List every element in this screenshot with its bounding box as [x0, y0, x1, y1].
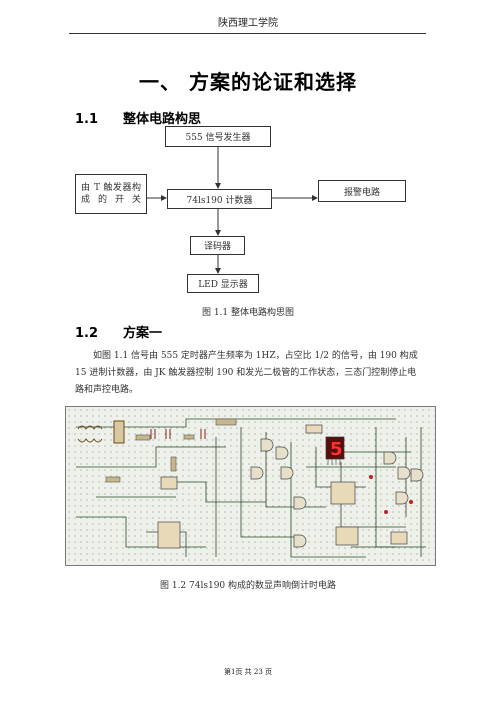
block-t-flipflop-switch: 由 T 触发器构成的开关	[75, 174, 147, 214]
seven-segment-digit: 5	[330, 439, 343, 460]
section-title: 整体电路构思	[123, 112, 202, 127]
block-led-display: LED 显示器	[187, 274, 259, 293]
circuit-schematic-image: 5	[65, 406, 436, 566]
block-74ls190-counter: 74ls190 计数器	[167, 189, 272, 209]
block-decoder: 译码器	[190, 236, 245, 255]
figure-1-caption: 图 1.1 整体电路构思图	[201, 308, 295, 318]
page-footer: 第1页 共 23 页	[223, 668, 273, 676]
section-number: 1.1	[75, 112, 99, 127]
block-555-generator: 555 信号发生器	[165, 126, 271, 147]
header-divider	[69, 33, 426, 34]
seven-segment-display	[325, 436, 345, 460]
circuit-schematic-drawing: 5	[76, 418, 426, 558]
section-heading-1-1: 1.1 整体电路构思	[75, 108, 201, 127]
block-alarm-circuit: 报警电路	[318, 180, 406, 202]
section-number: 1.2	[75, 326, 99, 341]
section-heading-1-2: 1.2 方案一	[75, 322, 162, 341]
section-title: 方案一	[123, 326, 163, 341]
chapter-title: 一、 方案的论证和选择	[139, 70, 357, 94]
figure-2-caption: 图 1.2 74ls190 构成的数显声响倒计时电路	[159, 581, 337, 591]
page-header: 陕西理工学院	[218, 18, 278, 29]
body-paragraph: 如图 1.1 信号由 555 定时器产生频率为 1HZ，占空比 1/2 的信号，…	[75, 351, 418, 395]
